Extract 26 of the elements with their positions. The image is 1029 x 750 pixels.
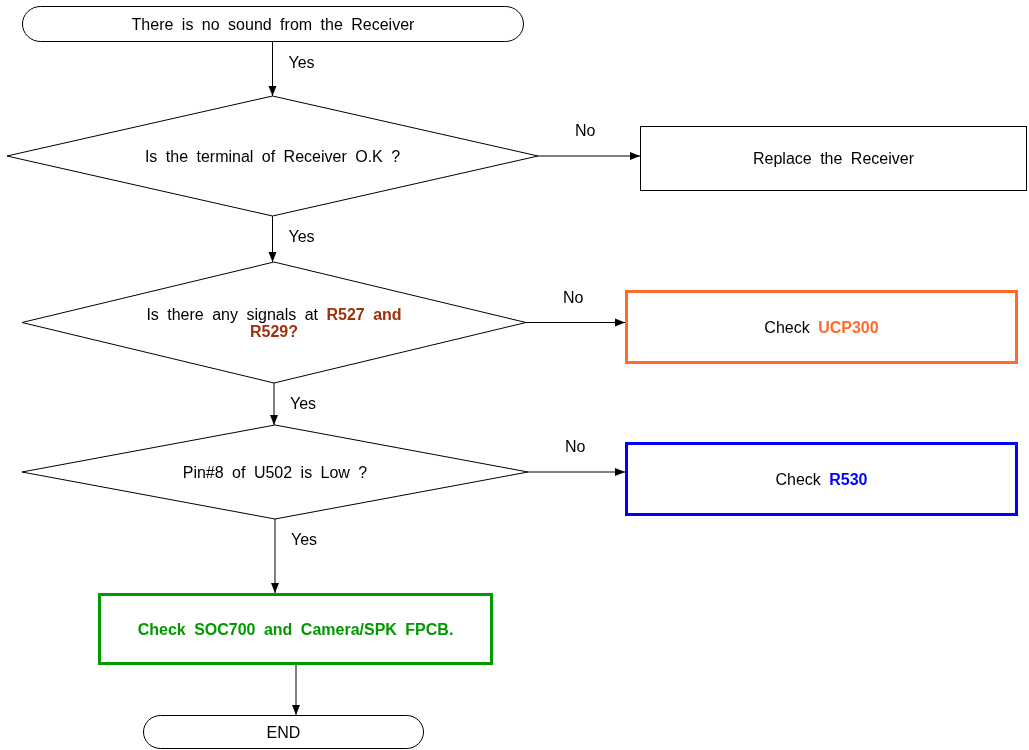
node-text: Check SOC700 and Camera/SPK FPCB. [137, 620, 454, 638]
node-text: Is there any signals at R527 and R529? [145, 305, 403, 340]
arrow [268, 215, 277, 263]
decision-diamond [7, 96, 538, 216]
process-box [625, 442, 1018, 516]
terminal-box [22, 6, 524, 42]
node-text: END [266, 723, 301, 741]
arrow [270, 382, 278, 426]
process-box [98, 593, 493, 665]
arrow [268, 41, 277, 97]
node-text: Check UCP300 [764, 318, 879, 336]
terminal-box [143, 715, 424, 749]
node-text: Pin#8 of U502 is Low ? [182, 463, 368, 481]
process-box [640, 126, 1027, 191]
arrow [292, 664, 300, 716]
decision-diamond [22, 425, 528, 519]
node-text: There is no sound from the Receiver [131, 15, 415, 33]
arrow [537, 152, 641, 160]
arrow [527, 468, 626, 476]
node-text: Replace the Receiver [753, 150, 914, 167]
arrow [271, 518, 279, 594]
arrow [525, 318, 626, 327]
node-text: Is the terminal of Receiver O.K ? [144, 147, 401, 165]
node-text: Check R530 [775, 470, 868, 488]
process-box [625, 290, 1018, 364]
decision-diamond [22, 262, 526, 383]
